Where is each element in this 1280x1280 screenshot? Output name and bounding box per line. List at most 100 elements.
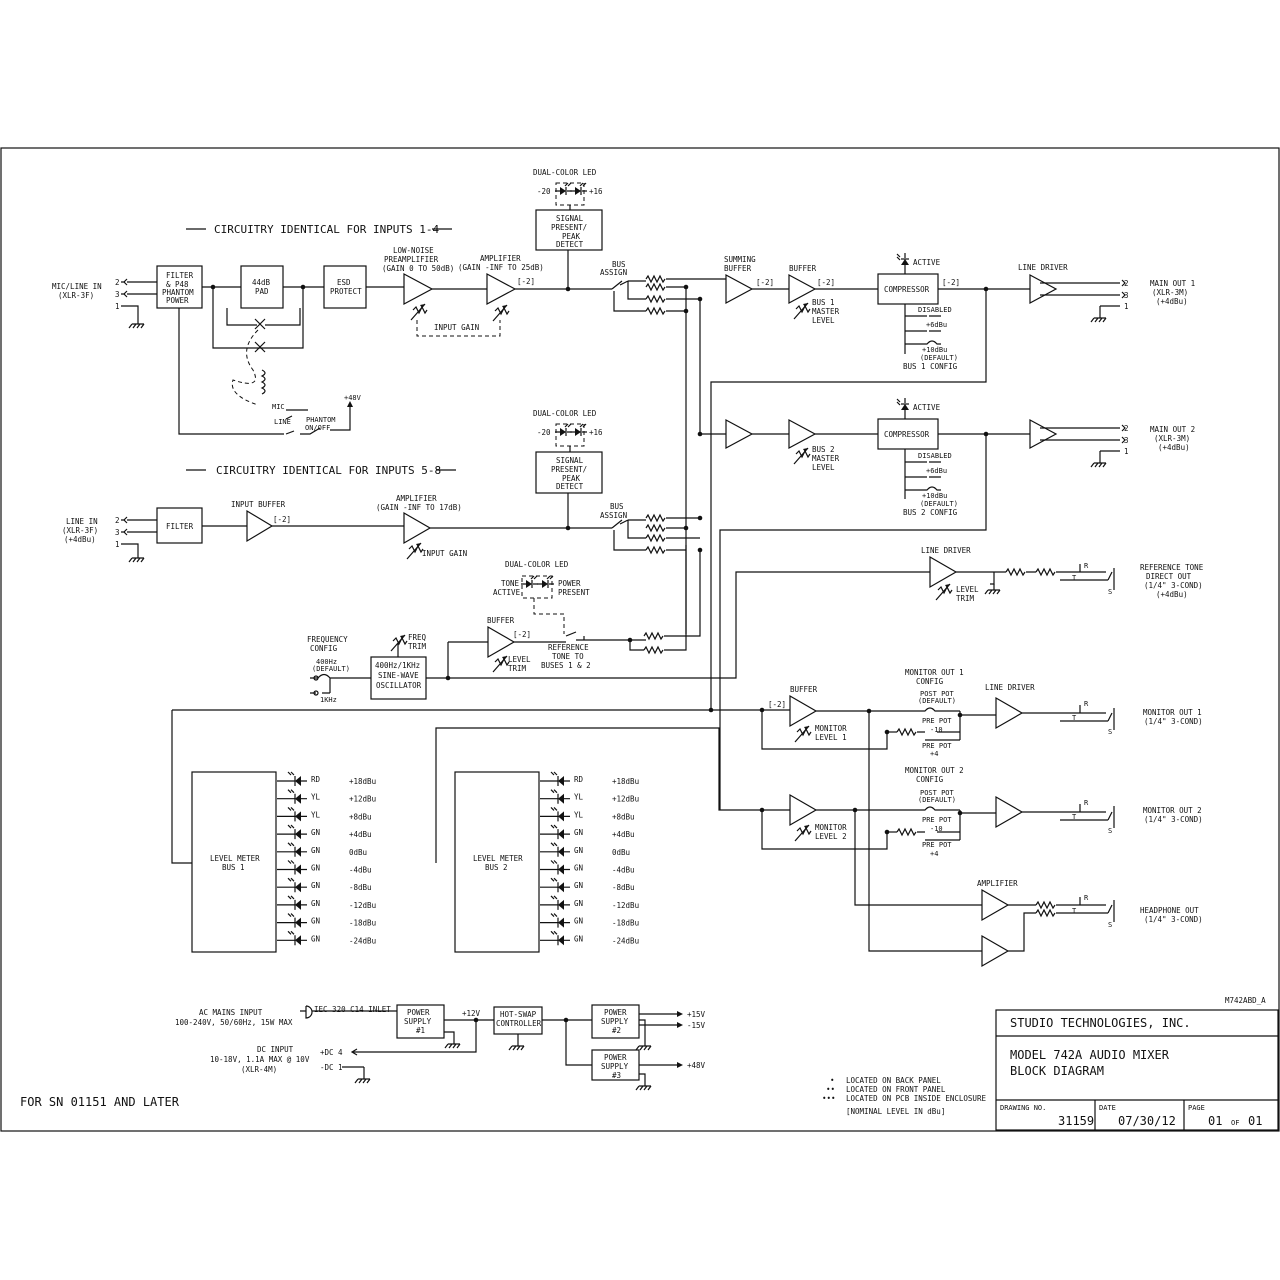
voltage-label: +48V [344, 394, 362, 402]
led-level: +16 [589, 187, 603, 196]
power-label: 10-18V, 1.1A MAX @ 10V [210, 1055, 310, 1064]
led-color: GN [311, 846, 320, 855]
meter-led-row: GN-12dBu [277, 895, 376, 910]
block-label: COMPRESSOR [884, 285, 930, 294]
pin-label: 2 [1124, 424, 1129, 433]
title-block: STUDIO TECHNOLOGIES, INC. MODEL 742A AUD… [995, 1009, 1279, 1131]
level-label: [-2] [942, 278, 960, 287]
block-label: LINE DRIVER [1018, 263, 1068, 272]
led-label: DUAL-COLOR LED [533, 168, 597, 177]
switch-label: PHANTOM [306, 416, 336, 424]
option-label: (DEFAULT) [920, 354, 958, 362]
pin-label: 1 [1124, 302, 1129, 311]
block-label: POWER [604, 1053, 627, 1062]
jack-pin: S [1108, 827, 1112, 835]
section-title: CIRCUITRY IDENTICAL FOR INPUTS 5-8 [216, 464, 441, 477]
led-level: +4dBu [612, 830, 635, 839]
block-label: BUS 1 [222, 863, 245, 872]
jack-pin: T [1072, 574, 1077, 582]
led-level: -12dBu [349, 901, 376, 910]
block-label: (GAIN -INF TO 17dB) [376, 503, 462, 512]
block-label: INPUT BUFFER [231, 500, 286, 509]
output-label: (1/4" 3-COND) [1144, 915, 1203, 924]
preamplifier [403, 272, 434, 306]
pin-label: 1 [115, 540, 120, 549]
block-label: (GAIN 0 TO 50dB) [382, 264, 454, 273]
power-supply-1 [396, 1004, 445, 1039]
led-level: -8dBu [349, 883, 372, 892]
connector-level: (+4dBu) [64, 535, 96, 544]
voltage-label: -DC 1 [320, 1063, 343, 1072]
meter-led-row: RD+18dBu [540, 771, 639, 786]
option-label: POST POT [920, 789, 955, 797]
block-label: LOW-NOISE [393, 246, 434, 255]
meter-led-row: GN-24dBu [540, 930, 639, 946]
option-label: +4 [930, 850, 938, 858]
block-label: PAD [255, 287, 269, 296]
block-label: OSCILLATOR [376, 681, 422, 690]
voltage-label: +15V [687, 1010, 706, 1019]
field-label: PAGE [1188, 1104, 1205, 1112]
legend-item: LOCATED ON FRONT PANEL [846, 1085, 946, 1094]
jack-pin: S [1108, 728, 1112, 736]
block-label: LINE DRIVER [921, 546, 971, 555]
level-label: [-2] [817, 278, 835, 287]
block-label: DETECT [556, 482, 584, 491]
control-label: MONITOR [815, 823, 847, 832]
legend-note: [NOMINAL LEVEL IN dBu] [846, 1107, 945, 1116]
page-number: 01 [1208, 1114, 1222, 1128]
option-label: (DEFAULT) [918, 796, 956, 804]
option-label: POST POT [920, 690, 955, 698]
power-label: DC INPUT [257, 1045, 294, 1054]
filter-block-5-8 [156, 507, 203, 544]
block-label: AMPLIFIER [977, 879, 1018, 888]
control-label: LEVEL [812, 316, 835, 325]
field-label: DRAWING NO. [1000, 1104, 1046, 1112]
pin-label: 3 [1124, 291, 1129, 300]
meter-led-row: YL+12dBu [277, 789, 376, 804]
led-color: GN [311, 881, 320, 890]
filter-phantom-block [156, 265, 203, 309]
config-label: MONITOR OUT 1 [905, 668, 964, 677]
output-label: MONITOR OUT 1 [1143, 708, 1202, 717]
block-label: (GAIN -INF TO 25dB) [458, 263, 544, 272]
output-label: MONITOR OUT 2 [1143, 806, 1202, 815]
level-label: [-2] [756, 278, 774, 287]
level-label: [-2] [517, 277, 535, 286]
led-color: RD [574, 775, 584, 784]
block-label: BUS 2 [485, 863, 508, 872]
field-label: OF [1231, 1119, 1239, 1127]
output-label: REFERENCE TONE [1140, 563, 1204, 572]
pin-label: 3 [115, 290, 120, 299]
meter-led-row: GN-12dBu [540, 895, 639, 910]
block-label: 400Hz/1KHz [375, 661, 420, 670]
led-level: +4dBu [349, 830, 372, 839]
option-label: DISABLED [918, 452, 952, 460]
page-total: 01 [1248, 1114, 1262, 1128]
pin-label: 2 [115, 278, 120, 287]
serial-note: FOR SN 01151 AND LATER [20, 1095, 180, 1109]
block-label: SIGNAL [556, 456, 584, 465]
block-label: BUS [612, 260, 626, 269]
switch-label: ON/OFF [305, 424, 330, 432]
compressor-bus-1 [877, 273, 939, 305]
meter-led-row: GN-18dBu [277, 913, 376, 928]
option-label: (DEFAULT) [312, 665, 350, 673]
option-label: DISABLED [918, 306, 952, 314]
led-color: GN [574, 881, 583, 890]
meter-led-row: GN-18dBu [540, 913, 639, 928]
block-label: PEAK [562, 232, 581, 241]
option-label: -10 [930, 825, 943, 833]
led-level: +12dBu [349, 795, 376, 804]
led-label: ACTIVE [493, 588, 521, 597]
led-label: DUAL-COLOR LED [533, 409, 597, 418]
field-label: DATE [1099, 1104, 1116, 1112]
block-label: SUPPLY [601, 1062, 629, 1071]
connector-type: (XLR-3F) [62, 526, 98, 535]
control-label: TRIM [956, 594, 975, 603]
block-label: BUFFER [724, 264, 752, 273]
control-label: BUS 2 [812, 445, 835, 454]
headphone-amp-a [981, 888, 1010, 922]
option-label: 1KHz [320, 696, 337, 704]
